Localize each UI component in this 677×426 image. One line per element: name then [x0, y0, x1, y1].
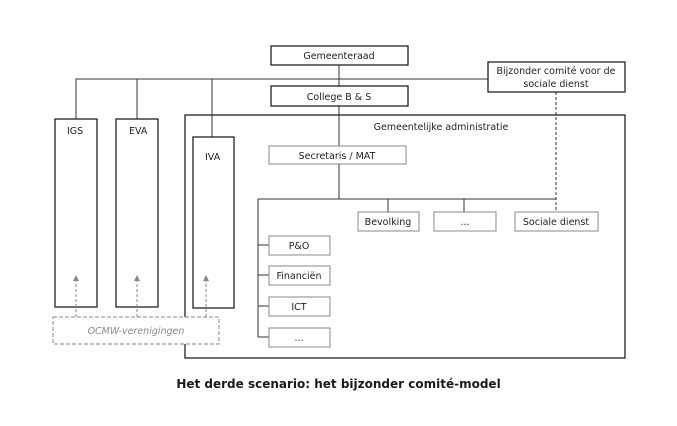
igs-label: IGS	[67, 126, 83, 137]
iva-label: IVA	[205, 152, 221, 163]
dots-top-label: ...	[460, 217, 469, 228]
gemeentelijke-administratie-frame	[184, 114, 626, 359]
sociale-dienst-box	[514, 211, 599, 232]
dots-top-box	[433, 211, 497, 232]
financien-label: Financiën	[276, 271, 321, 282]
bevolking-box	[357, 211, 420, 232]
sociale-dienst-label: Sociale dienst	[523, 217, 590, 228]
ict-label: ICT	[291, 302, 306, 313]
gemeenteraad-box	[270, 45, 409, 66]
ocmw-arrows	[73, 275, 209, 317]
bijzonder-comite-label-line1: Bijzonder comité voor de	[497, 66, 616, 77]
bevolking-label: Bevolking	[365, 217, 412, 228]
diagram-caption: Het derde scenario: het bijzonder comité…	[176, 377, 501, 391]
dots-bottom-label: ...	[294, 333, 303, 344]
eva-box	[115, 118, 159, 308]
igs-box	[54, 118, 98, 308]
bijzonder-comite-box	[487, 61, 626, 93]
college-label: College B & S	[307, 92, 371, 103]
ict-box	[268, 296, 331, 317]
ocmw-box	[52, 316, 220, 345]
iva-box	[192, 136, 235, 309]
gemeentelijke-administratie-label: Gemeentelijke administratie	[374, 122, 509, 133]
po-box	[268, 235, 331, 256]
gemeenteraad-label: Gemeenteraad	[303, 51, 374, 62]
po-label: P&O	[289, 241, 310, 252]
dots-bottom-box	[268, 327, 331, 348]
secretaris-label: Secretaris / MAT	[299, 151, 376, 162]
bijzonder-comite-label-line2: sociale dienst	[523, 79, 588, 90]
financien-box	[268, 265, 331, 286]
ocmw-label: OCMW-verenigingen	[88, 326, 185, 337]
secretaris-box	[268, 145, 407, 165]
eva-label: EVA	[129, 126, 148, 137]
connector-lines	[75, 65, 556, 338]
college-box	[270, 85, 409, 107]
